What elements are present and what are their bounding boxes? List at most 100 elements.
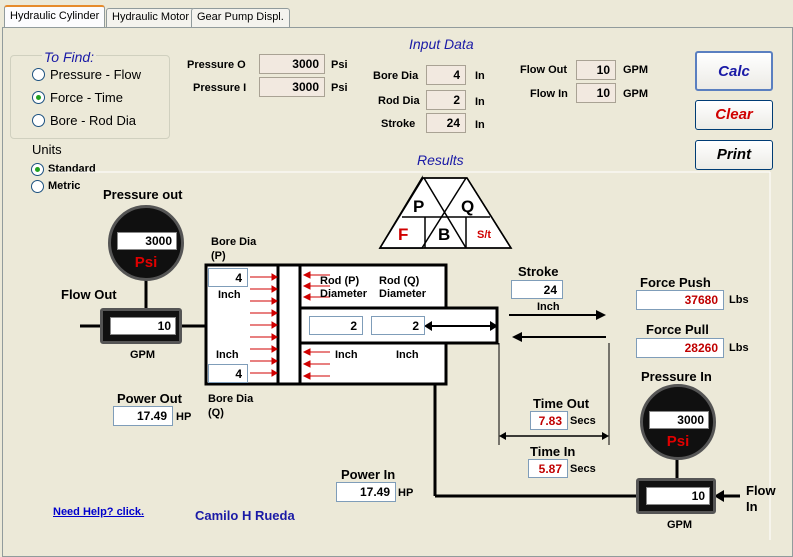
time-in-value: 5.87 — [528, 459, 568, 478]
pressure-in-gauge: 3000 Psi — [640, 384, 716, 460]
triangle-p: P — [413, 197, 425, 216]
time-out-value: 7.83 — [530, 411, 568, 430]
flow-out-diagram-label: Flow Out — [61, 287, 117, 302]
rod-p-label: Rod (P) Diameter — [320, 275, 368, 300]
flow-out-gpm-unit: GPM — [130, 349, 156, 361]
radio-label-metric: Metric — [48, 180, 81, 192]
flow-in-input[interactable]: 10 — [576, 83, 616, 103]
pressure-o-unit: Psi — [331, 59, 348, 71]
results-title: Results — [417, 152, 464, 168]
pressure-out-value: 3000 — [117, 232, 177, 250]
pressure-in-value: 3000 — [649, 411, 709, 429]
pressure-i-input[interactable]: 3000 — [259, 77, 325, 97]
flow-out-pump: 10 — [100, 308, 182, 344]
pressure-in-label: Pressure In — [641, 369, 712, 384]
tab-bar: Hydraulic Cylinder Hydraulic Motor Gear … — [0, 0, 793, 28]
formula-triangle — [378, 175, 513, 249]
bore-p-label: Bore Dia (P) — [211, 236, 257, 262]
bore-dia-input[interactable]: 4 — [426, 65, 466, 85]
power-in-value: 17.49 — [336, 482, 396, 502]
tab-hydraulic-motor[interactable]: Hydraulic Motor — [106, 8, 196, 27]
radio-bore-rod-dia[interactable] — [32, 114, 45, 127]
rod-dia-input[interactable]: 2 — [426, 90, 466, 110]
bore-p-unit: Inch — [218, 289, 241, 301]
pressure-out-unit: Psi — [134, 254, 158, 271]
time-in-label: Time In — [530, 444, 576, 459]
force-pull-unit: Lbs — [729, 342, 749, 354]
pressure-i-label: Pressure I — [193, 82, 247, 94]
bore-dia-unit: In — [475, 70, 485, 82]
rod-q-label: Rod (Q) Diameter — [379, 275, 427, 300]
triangle-f: F — [398, 225, 409, 244]
flow-in-value: 10 — [646, 487, 710, 505]
to-find-title: To Find: — [42, 49, 97, 65]
stroke-input[interactable]: 24 — [426, 113, 466, 133]
flow-out-unit: GPM — [623, 64, 649, 76]
pressure-o-input[interactable]: 3000 — [259, 54, 325, 74]
pressure-o-label: Pressure O — [187, 59, 246, 71]
rod-p-value: 2 — [309, 316, 363, 335]
power-out-label: Power Out — [117, 391, 183, 406]
rod-p-unit: Inch — [335, 349, 358, 361]
help-link[interactable]: Need Help? click. — [53, 506, 145, 518]
bore-q-label: Bore Dia (Q) — [208, 393, 254, 419]
radio-standard[interactable] — [31, 163, 44, 176]
flow-in-pump: 10 — [636, 478, 716, 514]
stroke-label: Stroke — [381, 118, 416, 130]
pressure-out-label: Pressure out — [103, 187, 183, 202]
bore-p-value: 4 — [208, 268, 248, 287]
pressure-out-gauge: 3000 Psi — [108, 205, 184, 281]
force-pull-value: 28260 — [636, 338, 724, 358]
bore-q-value: 4 — [208, 364, 248, 383]
flow-out-label: Flow Out — [520, 64, 568, 76]
force-push-value: 37680 — [636, 290, 724, 310]
stroke-result-label: Stroke — [518, 264, 559, 279]
force-push-label: Force Push — [640, 275, 711, 290]
stroke-result-value: 24 — [511, 280, 563, 299]
radio-label-force-time: Force - Time — [50, 90, 123, 105]
units-title: Units — [32, 142, 62, 157]
power-in-label: Power In — [341, 467, 396, 482]
pressure-i-unit: Psi — [331, 82, 348, 94]
radio-metric[interactable] — [31, 180, 44, 193]
radio-label-bore-rod-dia: Bore - Rod Dia — [50, 113, 136, 128]
flow-in-unit: GPM — [623, 88, 649, 100]
rod-dia-unit: In — [475, 96, 485, 108]
flow-out-input[interactable]: 10 — [576, 60, 616, 80]
triangle-b: B — [438, 225, 451, 244]
triangle-q: Q — [461, 197, 475, 216]
author-label: Camilo H Rueda — [195, 508, 295, 523]
triangle-st: S/t — [477, 229, 492, 241]
input-data-title: Input Data — [409, 36, 474, 52]
radio-label-pressure-flow: Pressure - Flow — [50, 67, 142, 82]
flow-in-diagram-label: Flow In — [746, 483, 776, 514]
pressure-in-unit: Psi — [666, 433, 690, 450]
rod-q-value: 2 — [371, 316, 425, 335]
stroke-result-unit: Inch — [537, 301, 560, 313]
power-out-unit: HP — [176, 411, 192, 423]
bore-q-unit: Inch — [216, 349, 239, 361]
time-in-unit: Secs — [570, 463, 596, 475]
time-out-unit: Secs — [570, 415, 596, 427]
force-arrows-right — [302, 271, 330, 380]
flow-in-label: Flow In — [530, 88, 568, 100]
flow-out-value: 10 — [110, 317, 176, 335]
power-out-value: 17.49 — [113, 406, 173, 426]
power-in-unit: HP — [398, 487, 414, 499]
calc-button[interactable]: Calc — [695, 51, 773, 91]
bore-dia-label: Bore Dia — [373, 70, 419, 82]
tab-hydraulic-cylinder[interactable]: Hydraulic Cylinder — [4, 5, 106, 28]
time-out-label: Time Out — [533, 396, 590, 411]
rod-dia-label: Rod Dia — [378, 95, 420, 107]
print-button[interactable]: Print — [695, 140, 773, 170]
stroke-unit: In — [475, 119, 485, 131]
rod-q-unit: Inch — [396, 349, 419, 361]
radio-pressure-flow[interactable] — [32, 68, 45, 81]
force-push-unit: Lbs — [729, 294, 749, 306]
force-arrows-left — [250, 273, 278, 377]
flow-in-gpm-unit: GPM — [667, 519, 693, 531]
tab-gear-pump-displ[interactable]: Gear Pump Displ. — [191, 8, 290, 27]
radio-force-time[interactable] — [32, 91, 45, 104]
force-pull-label: Force Pull — [646, 322, 709, 337]
clear-button[interactable]: Clear — [695, 100, 773, 130]
